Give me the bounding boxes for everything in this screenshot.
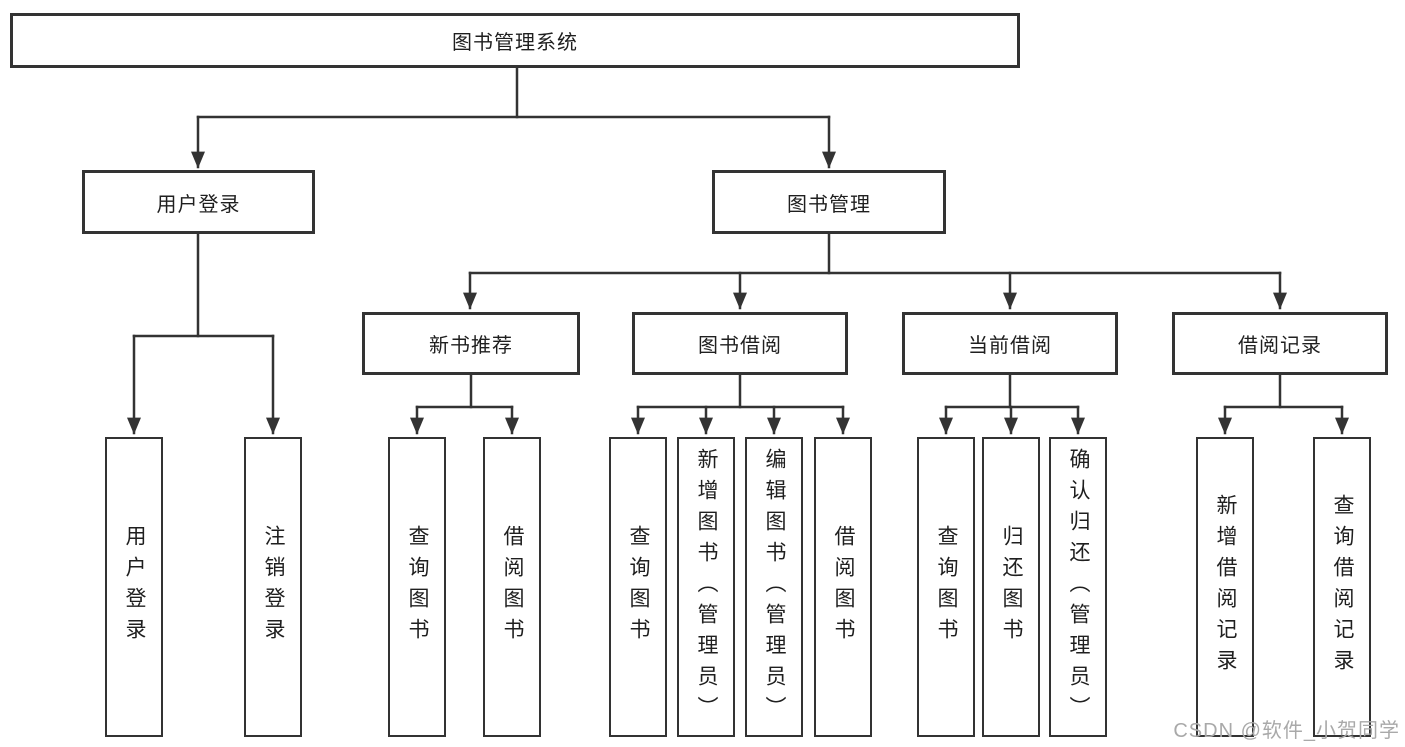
- leaf-logout: 注销登录: [244, 437, 302, 737]
- branch-book-management-children: [463, 232, 1287, 310]
- branch-user-login-children: [127, 232, 280, 435]
- leaf-user-login: 用户登录: [105, 437, 163, 737]
- branch-borrow-record-children: [1218, 373, 1349, 435]
- node-book-borrowing: 图书借阅: [632, 312, 848, 375]
- leaf-recommend-borrow-book: 借阅图书: [483, 437, 541, 737]
- leaf-borrow-borrow-book: 借阅图书: [814, 437, 872, 737]
- csdn-watermark: CSDN @软件_小贺同学: [1173, 720, 1400, 742]
- node-root-library-management-system: 图书管理系统: [10, 13, 1020, 68]
- leaf-current-confirm-return-admin: 确认归还（管理员）: [1049, 437, 1107, 737]
- leaf-current-return-book: 归还图书: [982, 437, 1040, 737]
- branch-current-borrow-children: [939, 373, 1085, 435]
- leaf-record-add-borrow-record: 新增借阅记录: [1196, 437, 1254, 737]
- node-user-login: 用户登录: [82, 170, 315, 234]
- leaf-recommend-query-book: 查询图书: [388, 437, 446, 737]
- leaf-borrow-query-book: 查询图书: [609, 437, 667, 737]
- branch-book-borrow-children: [631, 373, 850, 435]
- leaf-borrow-edit-book-admin: 编辑图书（管理员）: [745, 437, 803, 737]
- node-current-borrowing: 当前借阅: [902, 312, 1118, 375]
- leaf-borrow-add-book-admin: 新增图书（管理员）: [677, 437, 735, 737]
- node-borrowing-records: 借阅记录: [1172, 312, 1388, 375]
- branch-new-book-children: [410, 373, 519, 435]
- node-new-book-recommendation: 新书推荐: [362, 312, 580, 375]
- leaf-current-query-book: 查询图书: [917, 437, 975, 737]
- leaf-record-query-borrow-record: 查询借阅记录: [1313, 437, 1371, 737]
- branch-root-to-level1: [191, 66, 836, 169]
- node-book-management: 图书管理: [712, 170, 946, 234]
